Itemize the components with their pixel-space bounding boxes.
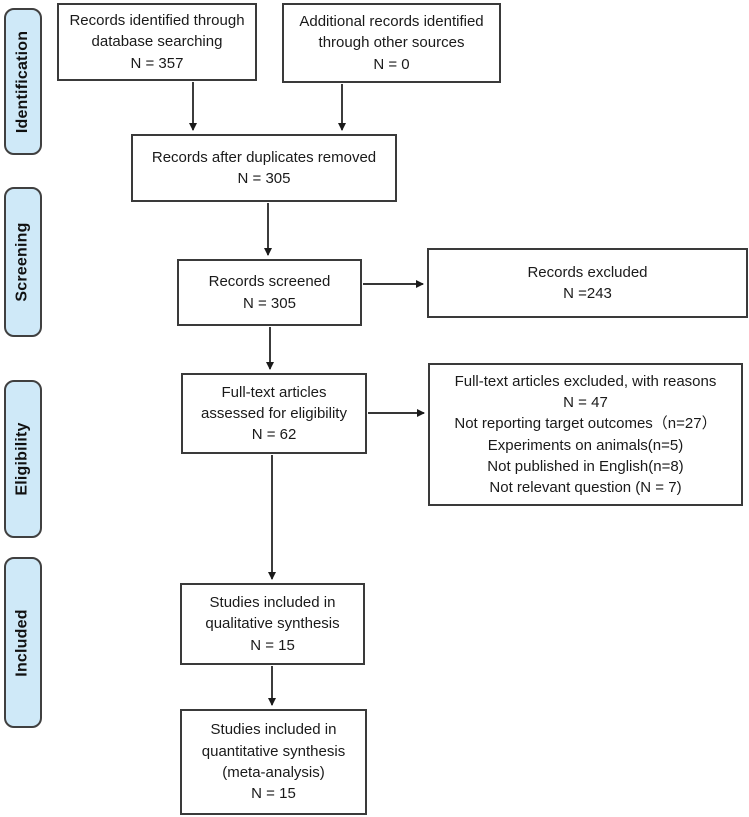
box-qualitative-synthesis: Studies included in qualitative synthesi… [180,583,365,665]
box-fulltext-assessed: Full-text articles assessed for eligibil… [181,373,367,454]
stage-label-text: Identification [14,30,32,133]
box-fulltext-excluded: Full-text articles excluded, with reason… [428,363,743,506]
box-duplicates-removed: Records after duplicates removed N = 305 [131,134,397,202]
stage-label-included: Included [4,557,42,728]
stage-label-eligibility: Eligibility [4,380,42,538]
stage-label-screening: Screening [4,187,42,337]
stage-label-identification: Identification [4,8,42,155]
box-records-screened: Records screened N = 305 [177,259,362,326]
box-records-identified: Records identified through database sear… [57,3,257,81]
stage-label-text: Eligibility [14,422,32,496]
box-quantitative-synthesis: Studies included in quantitative synthes… [180,709,367,815]
stage-label-text: Screening [14,222,32,302]
box-additional-records: Additional records identified through ot… [282,3,501,83]
box-records-excluded: Records excluded N =243 [427,248,748,318]
stage-label-text: Included [14,608,32,677]
